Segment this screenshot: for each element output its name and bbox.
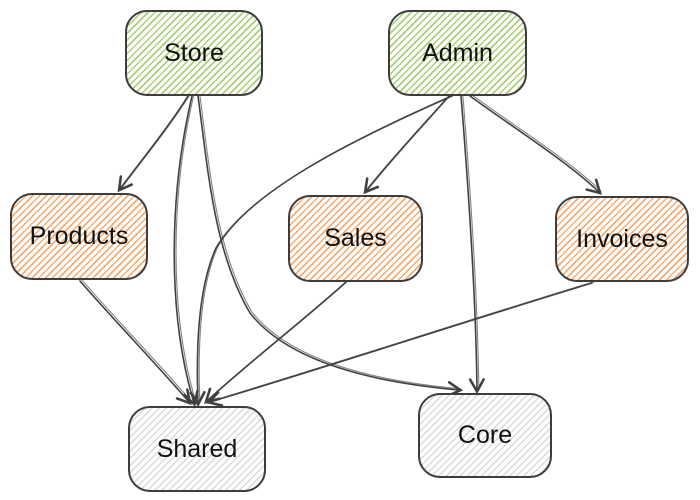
node-sales-label: Sales [324, 224, 387, 252]
edge-admin-invoices[interactable] [469, 95, 602, 195]
node-store-label: Store [164, 38, 224, 67]
node-invoices[interactable]: Invoices [555, 196, 689, 282]
edge-store-core[interactable] [197, 95, 464, 398]
edge-admin-core[interactable] [460, 95, 485, 395]
edge-store-shared[interactable] [173, 95, 199, 407]
node-core-label: Core [457, 421, 513, 449]
edge-admin-sales[interactable] [363, 95, 450, 195]
edge-sales-shared[interactable] [204, 281, 347, 404]
node-products[interactable]: Products [10, 193, 148, 280]
node-core[interactable]: Core [418, 393, 552, 478]
node-shared[interactable]: Shared [128, 406, 266, 492]
node-store[interactable]: Store [125, 10, 263, 96]
node-shared-label: Shared [156, 434, 238, 463]
node-invoices-label: Invoices [576, 224, 668, 253]
node-admin[interactable]: Admin [388, 10, 527, 96]
edge-products-shared[interactable] [79, 280, 192, 406]
edge-sketch-stroke [199, 94, 462, 390]
edge-store-products[interactable] [117, 95, 189, 193]
node-admin-label: Admin [422, 38, 493, 67]
edge-admin-shared[interactable] [189, 95, 453, 408]
edge-sketch-stroke [81, 279, 192, 402]
node-sales[interactable]: Sales [288, 195, 423, 282]
edge-sketch-stroke [462, 94, 480, 390]
edge-invoices-shared[interactable] [206, 282, 593, 407]
node-products-label: Products [29, 222, 129, 250]
edge-sketch-stroke [175, 94, 197, 403]
